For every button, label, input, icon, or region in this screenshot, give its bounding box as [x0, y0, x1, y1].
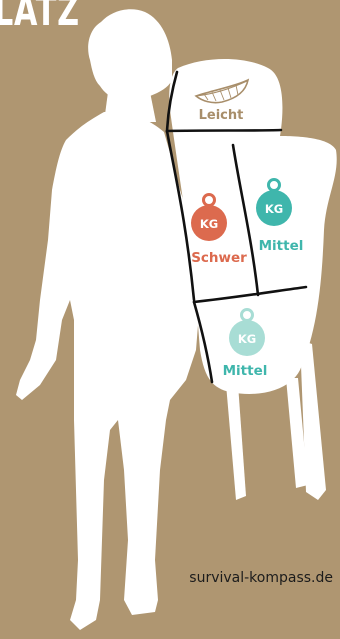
weight-badge-schwer: KG [200, 217, 218, 231]
weight-badge-mittel-lower: KG [238, 332, 256, 346]
zone-label-mittel-upper: Mittel [259, 238, 304, 254]
backpack: Leicht KG Schwer KG Mittel KG Mittel [167, 59, 337, 500]
zone-label-schwer: Schwer [191, 250, 247, 266]
zone-label-mittel-lower: Mittel [223, 363, 268, 379]
title-fragment: LATZ [0, 0, 80, 35]
source-credit: survival-kompass.de [189, 570, 333, 586]
zone-label-leicht: Leicht [199, 108, 244, 123]
weight-badge-mittel-upper: KG [265, 202, 283, 216]
backpack-frame-leg-left [226, 384, 246, 500]
